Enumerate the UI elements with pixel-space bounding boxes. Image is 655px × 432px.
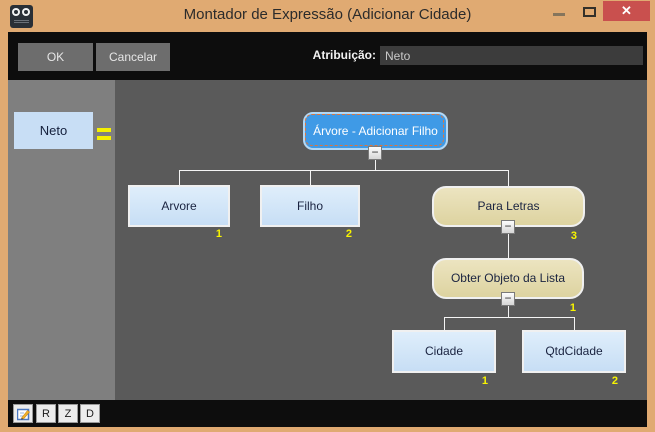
cancel-button[interactable]: Cancelar [96,43,170,71]
edit-note-button[interactable] [13,404,33,423]
node-index-badge: 3 [570,230,577,242]
connector-line [444,317,445,330]
connector-line [179,170,509,171]
node-index-badge: 2 [345,228,352,240]
node-index-badge: 2 [611,375,618,387]
tree-node-arvore[interactable]: Arvore [128,185,230,227]
main-area: Neto Árvore - Adicionar Filho − Arvore 1 [8,80,647,400]
close-button[interactable]: ✕ [603,1,650,21]
connector-line [508,306,509,317]
connector-line [310,170,311,185]
toolbar: OK Cancelar Atribuição: [8,32,647,80]
expression-tree-canvas[interactable]: Árvore - Adicionar Filho − Arvore 1 Filh… [115,80,647,400]
window-title: Montador de Expressão (Adicionar Cidade) [183,6,472,23]
node-index-badge: 1 [215,228,222,240]
assignment-input[interactable] [380,46,643,65]
tree-node-root[interactable]: Árvore - Adicionar Filho [303,112,448,150]
logo-lens-left [12,8,20,16]
edit-note-icon [16,408,30,421]
tree-node-qtdcidade[interactable]: QtdCidade [522,330,626,373]
connector-line [508,170,509,186]
maximize-icon [583,7,596,17]
titlebar[interactable]: Montador de Expressão (Adicionar Cidade)… [0,0,655,32]
d-button[interactable]: D [80,404,100,423]
bottom-toolbar: R Z D [8,400,647,427]
maximize-button[interactable] [576,1,602,21]
tree-node-cidade[interactable]: Cidade [392,330,496,373]
collapse-button-para-letras[interactable]: − [501,220,515,234]
connector-line [574,317,575,330]
collapse-button-obter-objeto[interactable]: − [501,292,515,306]
minimize-button[interactable] [545,1,573,21]
logo-lens-right [22,8,30,16]
app-logo-icon [10,5,33,28]
ok-button[interactable]: OK [18,43,93,71]
connector-line [179,170,180,185]
z-button[interactable]: Z [58,404,78,423]
logo-slits [14,20,29,24]
selection-outline [305,114,444,146]
minimize-icon [553,13,565,16]
node-index-badge: 1 [569,302,576,314]
sidebar: Neto [8,80,115,400]
collapse-button-root[interactable]: − [368,146,382,160]
tree-node-filho[interactable]: Filho [260,185,360,227]
equals-icon [97,127,111,141]
assignment-target-box[interactable]: Neto [14,112,93,149]
r-button[interactable]: R [36,404,56,423]
connector-line [444,317,574,318]
connector-line [375,160,376,170]
assignment-label: Atribuição: [312,48,376,62]
connector-line [508,234,509,258]
node-index-badge: 1 [481,375,488,387]
